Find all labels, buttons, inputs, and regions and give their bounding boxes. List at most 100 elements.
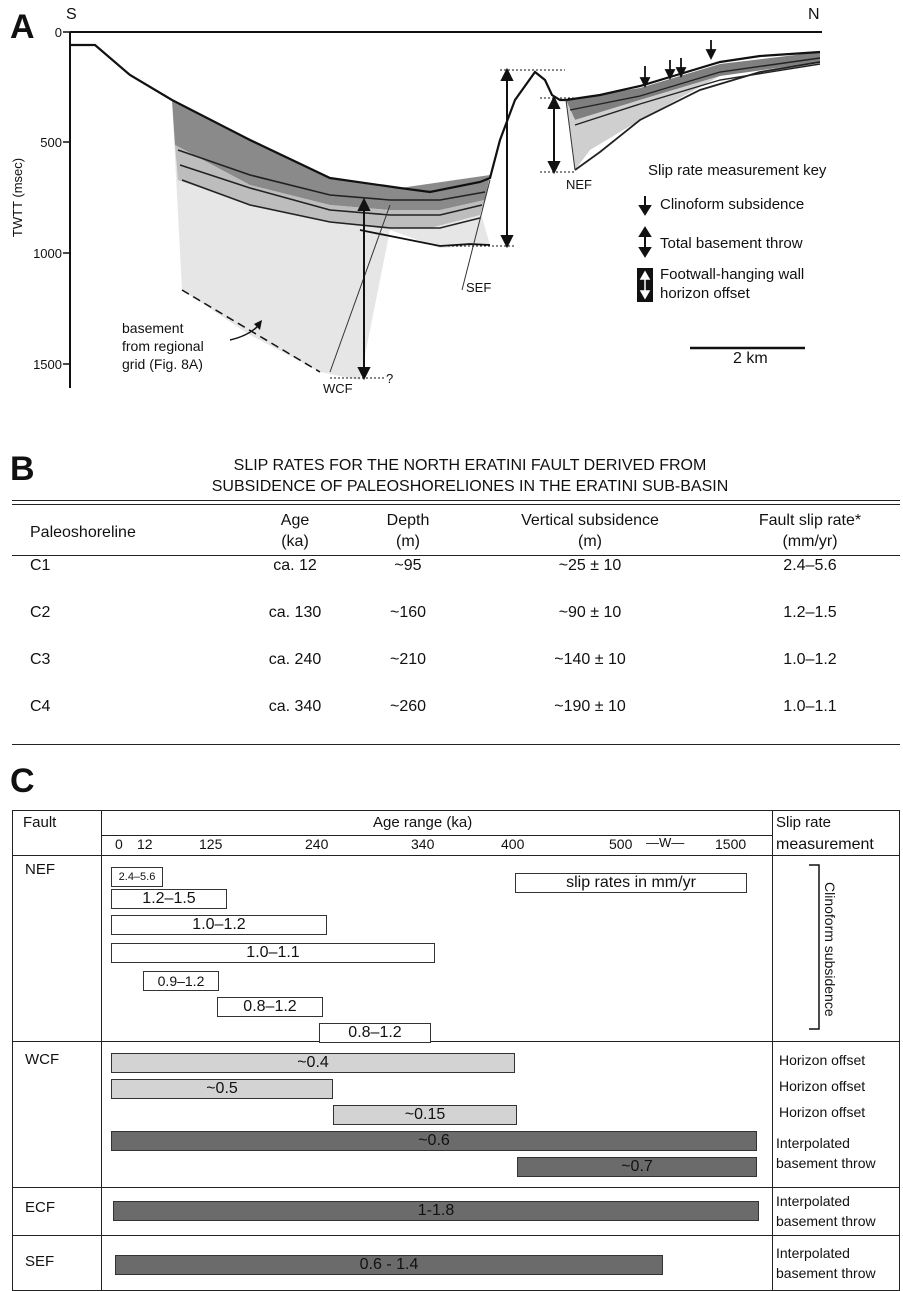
cell-shoreline: C3 <box>30 651 51 668</box>
header-age-line1: Age <box>280 512 310 529</box>
cell-shoreline: C1 <box>30 557 51 574</box>
table-b-rule-top1 <box>12 500 900 501</box>
cell-age: ca. 240 <box>268 651 322 668</box>
header-depth: Depth (m) <box>368 510 448 552</box>
panel-c-letter: C <box>10 762 35 800</box>
cell-subsidence: ~25 ± 10 <box>558 557 622 574</box>
key-offset-line2: horizon offset <box>660 285 750 302</box>
header-subsidence-line1: Vertical subsidence <box>521 512 659 529</box>
age-tick-340: 340 <box>411 836 435 852</box>
cell-age: ca. 12 <box>273 557 317 574</box>
axis-break-symbol: —W— <box>646 835 685 850</box>
wcf-bar: ~0.4 <box>111 1053 515 1073</box>
wcf-bar: ~0.5 <box>111 1079 333 1099</box>
header-depth-line2: (m) <box>396 533 420 550</box>
basement-note-line1: basement <box>122 320 184 336</box>
cell-shoreline: C4 <box>30 698 51 715</box>
age-tick-500: 500 <box>609 836 633 852</box>
header-subsidence-line2: (m) <box>578 533 602 550</box>
cell-subsidence: ~140 ± 10 <box>554 651 626 668</box>
y-axis-label: TWTT (msec) <box>10 157 26 238</box>
key-clinoform: Clinoform subsidence <box>660 196 805 213</box>
nef-rule <box>13 1041 899 1042</box>
table-b-rule-header <box>12 555 900 556</box>
ecf-rule <box>13 1235 899 1236</box>
wcf-measure: basement throw <box>776 1155 876 1171</box>
wcf-measure: Interpolated <box>776 1135 850 1151</box>
basement-note-line3: grid (Fig. 8A) <box>122 356 203 372</box>
table-b-title-line2: SUBSIDENCE OF PALEOSHORELIONES IN THE ER… <box>211 478 729 495</box>
cell-depth: ~95 <box>394 557 422 574</box>
nef-measurement: Clinoform subsidence <box>822 882 838 1017</box>
cell-subsidence: ~90 ± 10 <box>558 604 622 621</box>
col-sep-measure <box>772 811 773 1291</box>
fault-nef: NEF <box>25 861 55 878</box>
cell-depth: ~260 <box>389 698 427 715</box>
panel-b-letter: B <box>10 450 35 488</box>
ecf-measure: basement throw <box>776 1213 876 1229</box>
ecf-bar: 1-1.8 <box>113 1201 759 1221</box>
panel-a-seismic-section: A S N <box>0 0 903 400</box>
key-title: Slip rate measurement key <box>648 162 827 179</box>
seismic-section-drawing <box>63 31 822 388</box>
y-tick-1500: 1500 <box>33 357 62 372</box>
cell-slip-rate: 1.0–1.1 <box>783 698 837 715</box>
fault-label-wcf: WCF <box>323 381 353 396</box>
header-slip-rate-line2: (mm/yr) <box>782 533 838 550</box>
header-depth-line1: Depth <box>386 512 430 529</box>
panel-a-letter: A <box>10 8 35 46</box>
nef-bar: 0.8–1.2 <box>217 997 323 1017</box>
table-b-rule-top2 <box>12 504 900 505</box>
sef-measure: Interpolated <box>776 1245 850 1261</box>
sef-measure: basement throw <box>776 1265 876 1281</box>
wcf-bar: ~0.7 <box>517 1157 757 1177</box>
sef-bar: 0.6 - 1.4 <box>115 1255 663 1275</box>
age-tick-240: 240 <box>305 836 329 852</box>
cell-depth: ~160 <box>389 604 427 621</box>
legend-box: slip rates in mm/yr <box>515 873 747 893</box>
header-age-line2: (ka) <box>281 533 309 550</box>
ecf-measure: Interpolated <box>776 1193 850 1209</box>
wcf-bar: ~0.6 <box>111 1131 757 1151</box>
wcf-bar: ~0.15 <box>333 1105 517 1125</box>
nef-bracket <box>809 864 820 1030</box>
basement-note-line2: from regional <box>122 338 204 354</box>
col-sep-fault <box>101 811 102 1291</box>
age-tick-1500: 1500 <box>715 836 747 852</box>
fault-sef: SEF <box>25 1253 55 1270</box>
cell-slip-rate: 2.4–5.6 <box>783 557 837 574</box>
wcf-measure: Horizon offset <box>779 1052 866 1068</box>
wcf-measure: Horizon offset <box>779 1078 866 1094</box>
cell-slip-rate: 1.2–1.5 <box>783 604 837 621</box>
header-slip-rate-line1: Fault slip rate* <box>758 512 862 529</box>
header-age-range: Age range (ka) <box>373 814 473 831</box>
cell-shoreline: C2 <box>30 604 51 621</box>
wcf-measure: Horizon offset <box>779 1104 866 1120</box>
header-slip-rate: Fault slip rate* (mm/yr) <box>735 510 885 552</box>
cell-subsidence: ~190 ± 10 <box>554 698 626 715</box>
header-rule <box>13 855 899 856</box>
y-tick-0: 0 <box>54 25 62 40</box>
age-header-rule <box>101 835 772 836</box>
nef-bar: 2.4–5.6 <box>111 867 163 887</box>
south-label: S <box>66 6 77 23</box>
nef-bar: 1.0–1.2 <box>111 915 327 935</box>
nef-bar: 1.0–1.1 <box>111 943 435 963</box>
fault-ecf: ECF <box>25 1199 55 1216</box>
key-basement-throw: Total basement throw <box>660 235 803 252</box>
table-b-title: SLIP RATES FOR THE NORTH ERATINI FAULT D… <box>90 455 850 497</box>
age-tick-0: 0 <box>115 836 123 852</box>
header-measure-line1: Slip rate <box>776 814 832 831</box>
table-b-rule-bottom <box>12 744 900 745</box>
cell-age: ca. 130 <box>268 604 322 621</box>
cell-depth: ~210 <box>389 651 427 668</box>
header-subsidence: Vertical subsidence (m) <box>490 510 690 552</box>
age-tick-125: 125 <box>199 836 223 852</box>
scale-bar-label: 2 km <box>733 350 768 367</box>
cell-slip-rate: 1.0–1.2 <box>783 651 837 668</box>
age-tick-400: 400 <box>501 836 525 852</box>
fault-label-nef: NEF <box>566 177 592 192</box>
nef-bar: 0.8–1.2 <box>319 1023 431 1043</box>
north-label: N <box>808 6 820 23</box>
table-b-title-line1: SLIP RATES FOR THE NORTH ERATINI FAULT D… <box>233 457 707 474</box>
